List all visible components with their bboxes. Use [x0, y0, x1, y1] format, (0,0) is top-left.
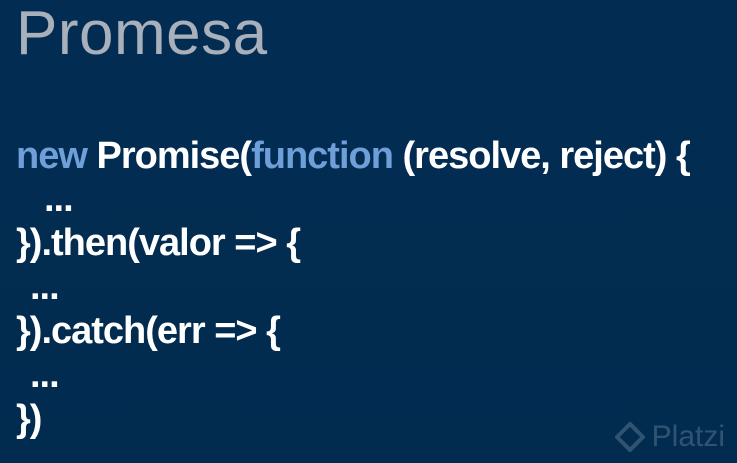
- code-line-catch: }).catch(err => {: [16, 310, 281, 352]
- code-line-promise-body: ...: [44, 178, 74, 220]
- code-line-promise-declaration: new Promise(function (resolve, reject) {: [16, 134, 721, 178]
- platzi-watermark: Platzi: [614, 420, 725, 453]
- code-line-then: }).then(valor => {: [16, 222, 301, 264]
- code-block: new Promise(function (resolve, reject) {…: [16, 134, 721, 442]
- keyword-new: new: [16, 135, 88, 177]
- code-line-close: }): [16, 398, 42, 440]
- keyword-function: function: [251, 135, 394, 177]
- platzi-logo-icon: [614, 422, 645, 452]
- watermark-text: Platzi: [651, 420, 725, 453]
- promise-constructor: Promise(: [96, 135, 252, 177]
- function-arguments: (resolve, reject) {: [402, 135, 691, 177]
- code-line-then-body: ...: [30, 266, 60, 308]
- code-line-catch-body: ...: [30, 354, 60, 396]
- slide-title: Promesa: [16, 0, 268, 68]
